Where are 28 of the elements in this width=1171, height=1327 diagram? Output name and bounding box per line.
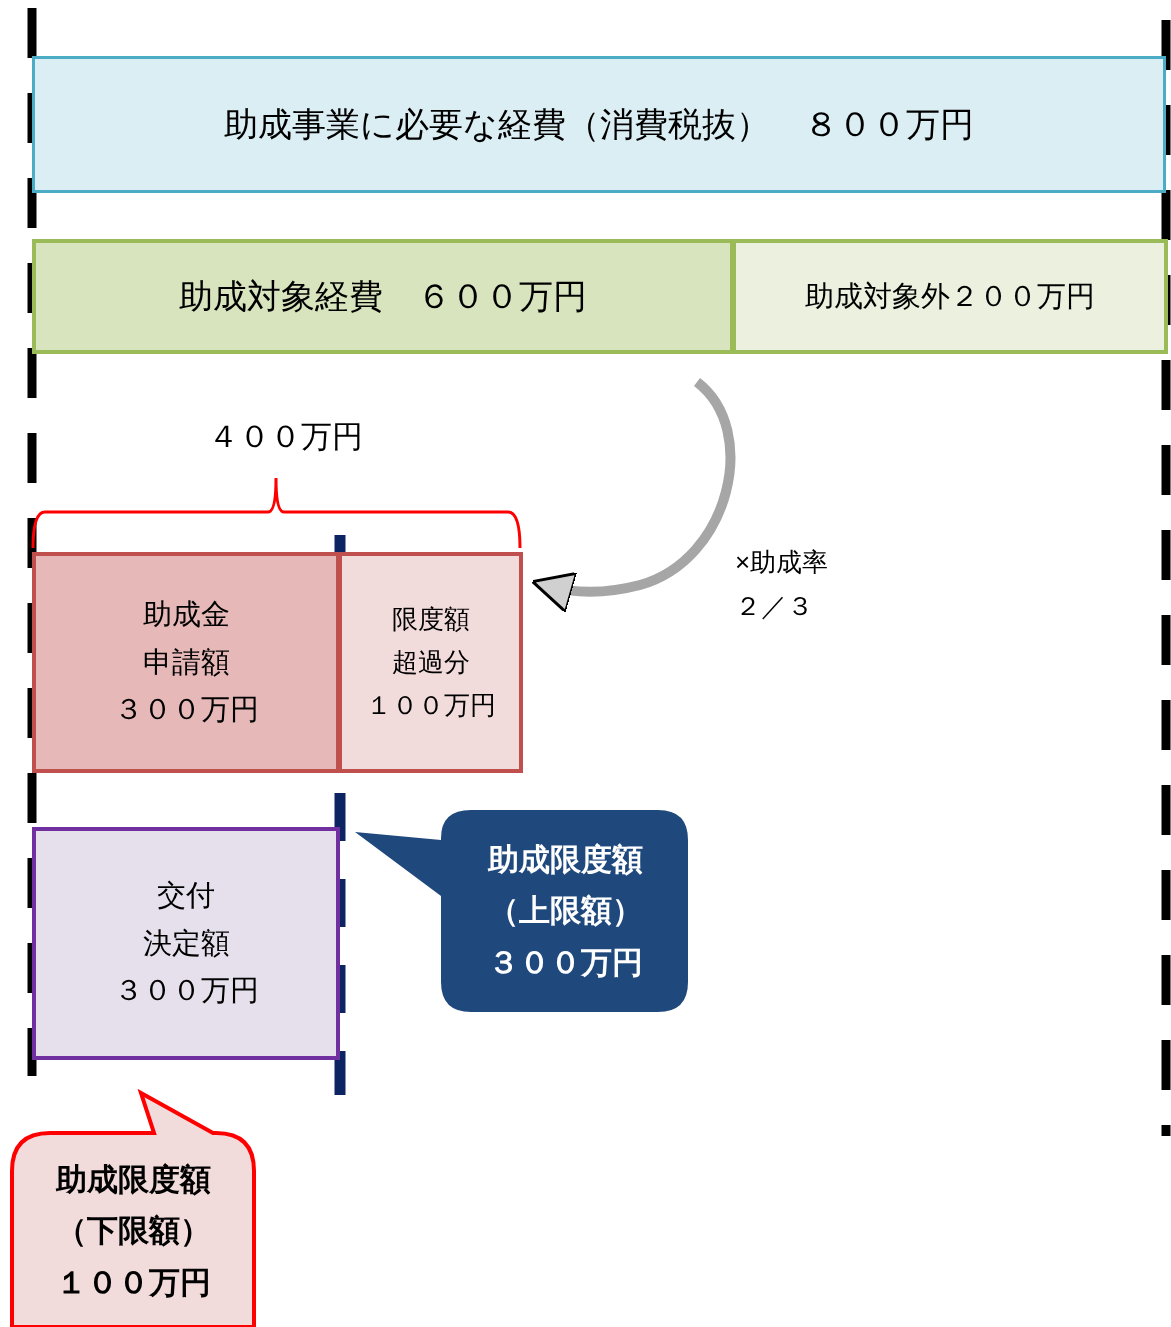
box-text: ３００万円 [113, 973, 259, 1009]
box-text: 助成金 [142, 596, 230, 632]
box-text: 超過分 [391, 646, 470, 680]
upper-limit-callout [353, 808, 690, 1014]
box-text: ３００万円 [488, 943, 643, 982]
box-text: （下限額） [55, 1212, 211, 1251]
box-text: （上限額） [488, 892, 643, 931]
excess-amount-box [338, 552, 523, 773]
box-text: 交付 [157, 877, 215, 913]
ineligible-cost-bar [732, 239, 1168, 354]
box-text: 助成事業に必要な経費（消費税抜） ８００万円 [224, 104, 974, 146]
amount-label: ４００万円 [208, 418, 363, 456]
grant-decision-box [32, 827, 340, 1060]
box-text: 助成対象経費 ６００万円 [179, 276, 587, 318]
box-text: 申請額 [142, 644, 230, 680]
box-text: 助成対象外２００万円 [805, 278, 1095, 314]
box-text: １００万円 [55, 1263, 211, 1302]
box-text: 限度額 [391, 603, 470, 637]
lower-limit-callout [8, 1089, 258, 1327]
box-text: 助成限度額 [488, 841, 643, 880]
curved-arrow [531, 378, 736, 613]
box-text: 助成限度額 [55, 1161, 211, 1200]
eligible-cost-bar [32, 239, 734, 354]
cost-bar [32, 56, 1166, 193]
box-text: １００万円 [365, 688, 496, 722]
application-amount-box [32, 552, 340, 773]
box-text: 決定額 [142, 925, 230, 961]
box-text: ３００万円 [113, 692, 259, 728]
